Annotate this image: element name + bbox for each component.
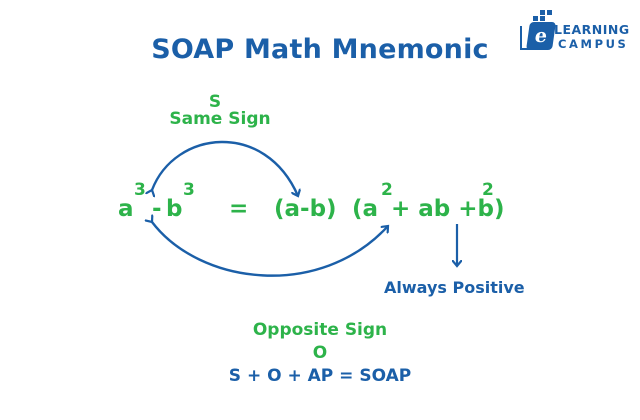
- equation-factor2-a-exponent: 2: [381, 180, 393, 200]
- soap-formula: S + O + AP = SOAP: [228, 366, 412, 386]
- equation-b: b: [166, 196, 183, 222]
- opposite-sign-arrow: [152, 222, 388, 277]
- same-sign-arrow: [152, 140, 298, 196]
- opposite-sign-label: Opposite Sign: [252, 320, 388, 340]
- logo-dot: [533, 16, 538, 21]
- equation-factor2-open: (a: [352, 196, 379, 222]
- logo-book-icon: [520, 26, 530, 50]
- equation-factor2-close: ): [494, 196, 505, 222]
- always-positive-label: Always Positive: [384, 278, 525, 297]
- logo-text-learning: LEARNING: [554, 22, 630, 37]
- logo-dot: [547, 10, 552, 15]
- opposite-sign-letter: O: [312, 343, 328, 363]
- equation-factor-a-minus-b: (a-b): [274, 196, 337, 222]
- equation-equals: =: [229, 196, 249, 222]
- elearning-campus-logo: e LEARNING CAMPUS: [518, 8, 634, 58]
- equation-a-exponent: 3: [134, 180, 146, 200]
- equation-factor2-middle: + ab +b: [391, 196, 495, 222]
- equation-a: a: [118, 196, 134, 222]
- page-title: SOAP Math Mnemonic: [151, 34, 489, 65]
- logo-dot: [540, 10, 545, 15]
- equation-factor2-b-exponent: 2: [482, 180, 494, 200]
- equation-minus: -: [152, 196, 162, 222]
- same-sign-label: Same Sign: [169, 109, 271, 129]
- logo-text-campus: CAMPUS: [558, 37, 629, 51]
- logo-dot: [540, 16, 545, 21]
- same-sign-letter: S: [208, 92, 222, 112]
- equation-b-exponent: 3: [183, 180, 195, 200]
